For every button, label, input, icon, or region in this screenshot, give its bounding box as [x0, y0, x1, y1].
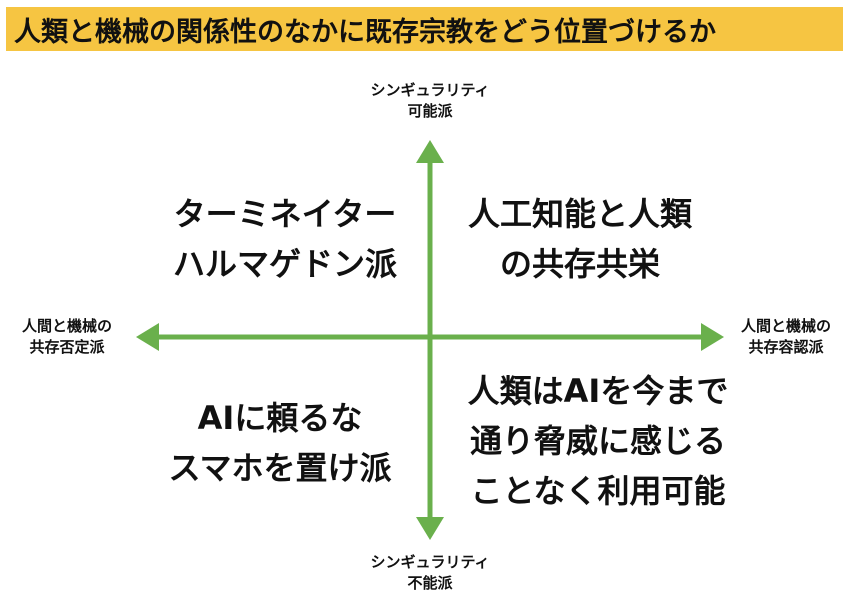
quadrant-top-right: 人工知能と人類 の共存共栄 — [445, 189, 715, 289]
quadrant-top-right-line: の共存共栄 — [499, 245, 660, 283]
axis-label-right: 人間と機械の 共存容認派 — [722, 316, 850, 358]
axis-label-bottom-line1: シンギュラリティ — [370, 553, 490, 571]
arrow-left-icon — [136, 323, 159, 351]
axis-label-bottom: シンギュラリティ 不能派 — [330, 552, 530, 594]
quadrant-bottom-left-line: スマホを置け派 — [168, 449, 392, 487]
axis-label-left-line1: 人間と機械の — [21, 317, 112, 335]
axis-label-bottom-line2: 不能派 — [407, 574, 453, 592]
arrow-up-icon — [416, 140, 444, 163]
quadrant-bottom-right-line: ことなく利用可能 — [470, 472, 726, 510]
axis-label-top-line1: シンギュラリティ — [370, 81, 490, 99]
quadrant-top-left: ターミネイター ハルマゲドン派 — [150, 189, 420, 289]
quadrant-top-left-line: ハルマゲドン派 — [172, 245, 397, 283]
quadrant-bottom-right: 人類はAIを今まで 通り脅威に感じる ことなく利用可能 — [448, 366, 748, 516]
page-title: 人類と機械の関係性のなかに既存宗教をどう位置づけるか — [6, 7, 843, 51]
arrow-down-icon — [416, 517, 444, 540]
arrow-right-icon — [701, 323, 724, 351]
quadrant-top-right-line: 人工知能と人類 — [467, 195, 692, 233]
quadrant-bottom-right-line: 人類はAIを今まで — [467, 372, 729, 410]
quadrant-bottom-left: AIに頼るな スマホを置け派 — [140, 393, 420, 493]
quadrant-bottom-right-line: 通り脅威に感じる — [469, 422, 726, 460]
axis-label-left: 人間と機械の 共存否定派 — [4, 316, 130, 358]
axis-label-right-line1: 人間と機械の — [740, 317, 831, 335]
axis-label-right-line2: 共存容認派 — [748, 338, 824, 356]
quadrant-bottom-left-line: AIに頼るな — [197, 399, 363, 437]
axis-label-top-line2: 可能派 — [407, 102, 453, 120]
axis-label-left-line2: 共存否定派 — [29, 338, 105, 356]
axis-label-top: シンギュラリティ 可能派 — [330, 80, 530, 122]
quadrant-top-left-line: ターミネイター — [173, 195, 397, 233]
